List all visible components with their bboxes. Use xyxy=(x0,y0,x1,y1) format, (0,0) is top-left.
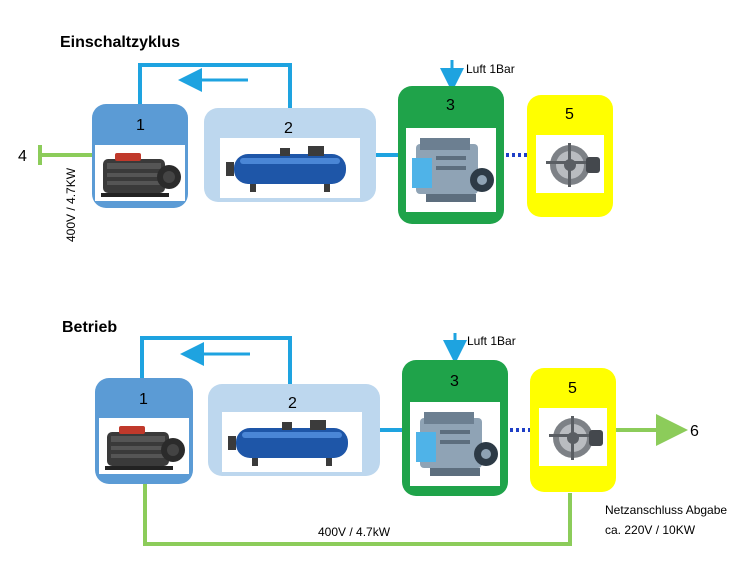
alternator-icon xyxy=(536,135,604,193)
section-title-startup: Einschaltzyklus xyxy=(60,34,180,51)
pressure-tank-icon xyxy=(220,138,360,198)
grid-label-line2: ca. 220V / 10KW xyxy=(605,523,696,537)
pump-number-top: 1 xyxy=(136,117,145,134)
feedback-air-line-top xyxy=(138,63,292,110)
engine-number-bottom: 3 xyxy=(450,373,459,390)
vacuum-pump-icon xyxy=(99,418,189,474)
component-pump-top: 1 xyxy=(92,104,188,208)
feedback-air-line-bottom xyxy=(140,336,292,385)
power-return-line-bottom xyxy=(143,484,572,546)
power-label-bottom: 400V / 4.7kW xyxy=(318,525,391,539)
output-number-6: 6 xyxy=(690,423,699,440)
generator-number-bottom: 5 xyxy=(568,380,577,397)
pressure-tank-icon xyxy=(222,412,362,472)
vacuum-pump-icon xyxy=(95,145,185,201)
tank-number-bottom: 2 xyxy=(288,395,297,412)
air-label-bottom: Luft 1Bar xyxy=(467,334,516,348)
section-title-operation: Betrieb xyxy=(62,319,117,336)
pump-number-bottom: 1 xyxy=(139,391,148,408)
engine-number-top: 3 xyxy=(446,97,455,114)
component-generator-top: 5 xyxy=(527,95,613,217)
tank-number-top: 2 xyxy=(284,120,293,137)
component-generator-bottom: 5 xyxy=(530,368,616,492)
engine-icon xyxy=(410,402,500,486)
component-engine-top: 3 xyxy=(398,86,504,224)
air-label-top: Luft 1Bar xyxy=(466,62,515,76)
input-number-4: 4 xyxy=(18,148,27,165)
component-engine-bottom: 3 xyxy=(402,360,508,496)
engine-icon xyxy=(406,128,496,212)
generator-number-top: 5 xyxy=(565,106,574,123)
grid-label-line1: Netzanschluss Abgabe xyxy=(605,503,727,517)
alternator-icon xyxy=(539,408,607,466)
component-pump-bottom: 1 xyxy=(95,378,193,484)
power-label-top: 400V / 4.7KW xyxy=(64,167,78,242)
component-tank-top: 2 xyxy=(204,108,376,202)
component-tank-bottom: 2 xyxy=(208,384,380,476)
